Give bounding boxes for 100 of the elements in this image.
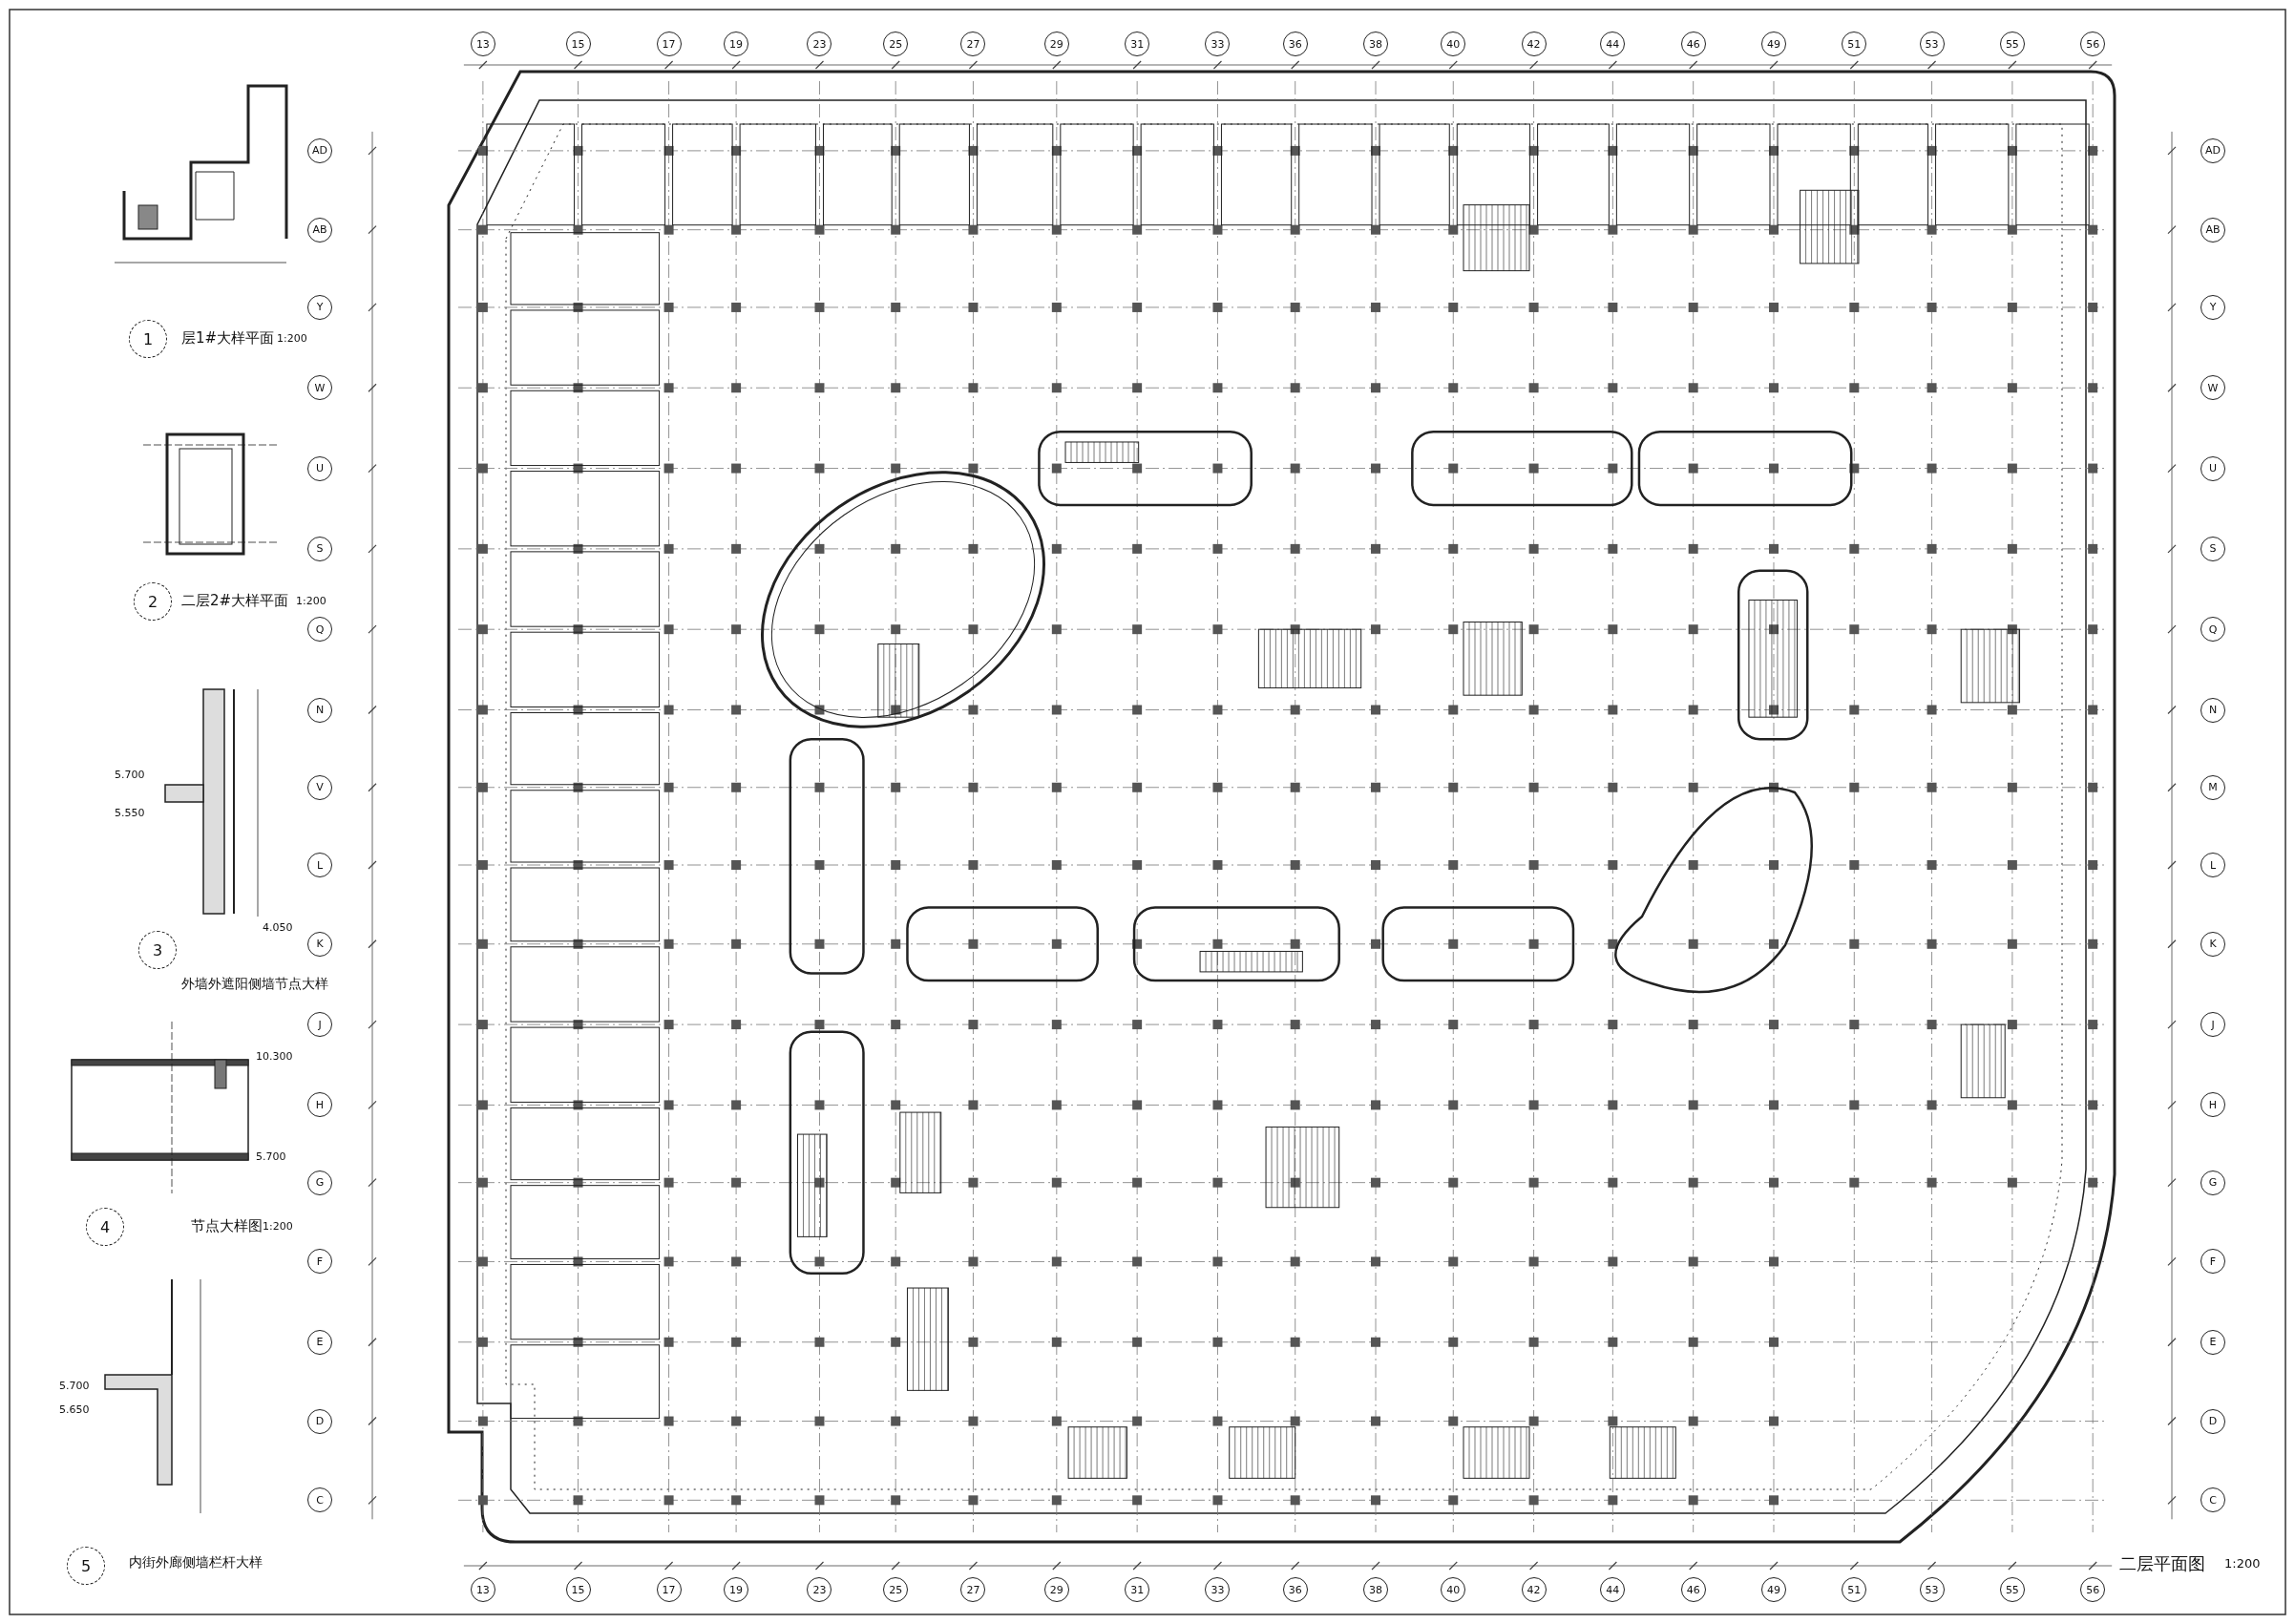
elevation-label: 5.700: [256, 1150, 286, 1163]
grid-axis-bubble: 53: [1919, 32, 1945, 56]
grid-axis-bubble: 42: [1521, 1577, 1547, 1602]
grid-axis-bubble: D: [307, 1408, 332, 1434]
grid-axis-bubble: H: [2200, 1092, 2225, 1118]
elevation-label: 5.700: [115, 769, 145, 781]
detail-number-bubble: 2: [134, 582, 172, 621]
grid-axis-bubble: 44: [1600, 1577, 1626, 1602]
grid-axis-bubble: 49: [1761, 1577, 1786, 1602]
grid-axis-bubble: F: [307, 1249, 332, 1275]
grid-axis-bubble: G: [2200, 1170, 2225, 1195]
grid-axis-bubble: 25: [883, 32, 909, 56]
grid-axis-bubble: 40: [1441, 1577, 1466, 1602]
detail-number-bubble: 4: [86, 1208, 124, 1246]
grid-axis-bubble: 56: [2080, 1577, 2106, 1602]
grid-axis-bubble: 42: [1521, 32, 1547, 56]
grid-axis-bubble: 36: [1282, 1577, 1308, 1602]
grid-axis-bubble: 55: [1999, 1577, 2025, 1602]
grid-axis-bubble: 33: [1205, 1577, 1231, 1602]
grid-axis-bubble: 51: [1842, 32, 1867, 56]
grid-axis-bubble: 38: [1363, 32, 1388, 56]
elevation-label: 5.700: [59, 1380, 90, 1392]
grid-axis-bubble: G: [307, 1170, 332, 1195]
grid-axis-bubble: W: [307, 375, 332, 401]
grid-axis-bubble: 13: [470, 1577, 495, 1602]
detail-title: 二层2#大样平面: [181, 592, 289, 610]
elevation-label: 5.550: [115, 807, 145, 819]
grid-axis-bubble: Q: [307, 617, 332, 643]
grid-axis-bubble: 40: [1441, 32, 1466, 56]
grid-axis-bubble: 51: [1842, 1577, 1867, 1602]
grid-axis-bubble: E: [307, 1329, 332, 1355]
grid-axis-bubble: 49: [1761, 32, 1786, 56]
grid-axis-bubble: 46: [1680, 32, 1706, 56]
grid-axis-bubble: M: [2200, 774, 2225, 800]
elevation-label: 5.650: [59, 1403, 90, 1416]
grid-axis-bubble: N: [2200, 697, 2225, 723]
grid-axis-bubble: Y: [2200, 294, 2225, 320]
elevation-label: 10.300: [256, 1050, 293, 1063]
detail-title: 外墙外遮阳侧墙节点大样: [181, 976, 328, 993]
grid-axis-bubble: J: [2200, 1012, 2225, 1038]
grid-axis-bubble: 38: [1363, 1577, 1388, 1602]
grid-axis-bubble: S: [307, 536, 332, 561]
grid-axis-bubble: 27: [960, 32, 986, 56]
grid-axis-bubble: AD: [2200, 137, 2225, 163]
grid-axis-bubble: 36: [1282, 32, 1308, 56]
grid-axis-bubble: 19: [724, 32, 749, 56]
grid-axis-bubble: L: [2200, 853, 2225, 877]
grid-axis-bubble: 29: [1043, 32, 1069, 56]
grid-axis-bubble: 46: [1680, 1577, 1706, 1602]
grid-axis-bubble: S: [2200, 536, 2225, 561]
grid-axis-bubble: L: [307, 853, 332, 877]
drawing-title: 二层平面图: [2119, 1552, 2205, 1575]
grid-axis-bubble: 23: [807, 32, 832, 56]
grid-axis-bubble: 31: [1125, 1577, 1150, 1602]
grid-axis-bubble: H: [307, 1092, 332, 1118]
grid-axis-bubble: 19: [724, 1577, 749, 1602]
grid-axis-bubble: 25: [883, 1577, 909, 1602]
grid-axis-bubble: AB: [307, 217, 332, 243]
detail-title: 层1#大样平面: [181, 329, 275, 348]
grid-axis-bubble: 53: [1919, 1577, 1945, 1602]
grid-axis-bubble: 17: [656, 1577, 682, 1602]
grid-axis-bubble: 23: [807, 1577, 832, 1602]
grid-axis-bubble: E: [2200, 1329, 2225, 1355]
grid-axis-bubble: K: [2200, 931, 2225, 957]
grid-axis-bubble: K: [307, 931, 332, 957]
grid-axis-bubble: 27: [960, 1577, 986, 1602]
detail-title: 节点大样图: [191, 1217, 263, 1235]
detail-title: 内街外廊侧墙栏杆大样: [129, 1554, 263, 1571]
grid-axis-bubble: 15: [565, 1577, 591, 1602]
grid-axis-bubble: U: [2200, 455, 2225, 481]
grid-axis-bubble: 33: [1205, 32, 1231, 56]
grid-axis-bubble: J: [307, 1012, 332, 1038]
elevation-label: 4.050: [263, 921, 293, 934]
detail-number-bubble: 5: [67, 1547, 105, 1585]
detail-number-bubble: 1: [129, 320, 167, 358]
grid-axis-bubble: Y: [307, 294, 332, 320]
grid-axis-bubble: AB: [2200, 217, 2225, 243]
grid-axis-bubble: C: [307, 1487, 332, 1513]
grid-axis-bubble: W: [2200, 375, 2225, 401]
scale-label: 1:200: [277, 332, 307, 345]
grid-axis-bubble: C: [2200, 1487, 2225, 1513]
grid-axis-bubble: F: [2200, 1249, 2225, 1275]
grid-axis-bubble: U: [307, 455, 332, 481]
grid-axis-bubble: 44: [1600, 32, 1626, 56]
scale-label: 1:200: [263, 1220, 293, 1233]
scale-label: 1:200: [296, 595, 326, 607]
grid-axis-bubble: D: [2200, 1408, 2225, 1434]
grid-axis-bubble: 55: [1999, 32, 2025, 56]
grid-axis-bubble: N: [307, 697, 332, 723]
grid-axis-bubble: AD: [307, 137, 332, 163]
grid-axis-bubble: 13: [470, 32, 495, 56]
grid-axis-bubble: 17: [656, 32, 682, 56]
grid-axis-bubble: 31: [1125, 32, 1150, 56]
detail-number-bubble: 3: [138, 931, 177, 969]
scale-label: 1:200: [2224, 1556, 2261, 1571]
grid-axis-bubble: Q: [2200, 617, 2225, 643]
grid-axis-bubble: 15: [565, 32, 591, 56]
grid-axis-bubble: V: [307, 774, 332, 800]
grid-axis-bubble: 56: [2080, 32, 2106, 56]
grid-axis-bubble: 29: [1043, 1577, 1069, 1602]
